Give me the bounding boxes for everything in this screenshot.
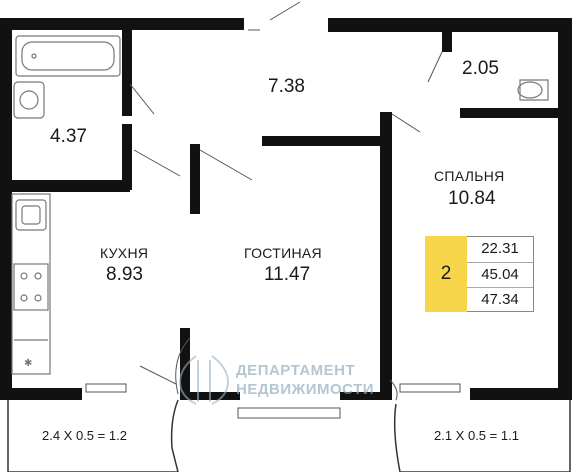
wall-left-bottom-stub — [0, 388, 82, 400]
kitchen-sink — [15, 199, 47, 231]
wall-top-right — [328, 18, 568, 32]
area-total-no-balcony: 45.04 — [467, 263, 533, 289]
wall-right — [558, 18, 572, 400]
window-living — [237, 407, 341, 419]
wall-hall-mid — [262, 136, 380, 146]
window-kitchen — [85, 383, 127, 393]
wall-right-bottom-stub — [470, 388, 570, 400]
kitchen-area: 8.93 — [106, 264, 143, 285]
area-total-with-balcony: 47.34 — [481, 291, 519, 309]
wall-bath-divider — [122, 30, 132, 116]
wall-living-bottom-left — [180, 328, 190, 400]
area-values: 22.31 45.04 47.34 — [467, 236, 534, 312]
window-bedroom — [399, 383, 461, 393]
bedroom-name: СПАЛЬНЯ — [434, 168, 505, 184]
living-area: 11.47 — [264, 264, 311, 285]
apartment-summary-badge: 2 22.31 45.04 47.34 — [425, 236, 535, 312]
stove — [13, 263, 49, 311]
wall-left — [0, 18, 12, 400]
living-name: ГОСТИНАЯ — [244, 245, 322, 261]
balcony-left-dimensions: 2.4 X 0.5 = 1.2 — [42, 428, 127, 443]
watermark-logo-icon — [178, 355, 230, 405]
bedroom-area: 10.84 — [448, 188, 496, 209]
watermark-line1: ДЕПАРТАМЕНТ — [236, 362, 356, 379]
walls — [0, 18, 572, 400]
wall-wc-left — [442, 30, 452, 52]
bathroom-area: 4.37 — [50, 126, 87, 147]
svg-text:✱: ✱ — [24, 358, 32, 369]
wall-living-bottom-right — [340, 392, 390, 400]
wall-wc-bottom — [460, 108, 560, 118]
watermark-line2: НЕДВИЖИМОСТИ — [236, 381, 375, 398]
bathtub — [15, 35, 121, 77]
kitchen-name: КУХНЯ — [100, 245, 149, 261]
bath-fixtures — [13, 35, 549, 119]
sink — [13, 81, 45, 119]
wall-top-left — [8, 18, 244, 30]
living-area-total: 22.31 — [467, 237, 533, 263]
toilet — [519, 79, 549, 101]
door-lines — [129, 1, 443, 401]
watermark-text: ДЕПАРТАМЕНТ НЕДВИЖИМОСТИ — [236, 361, 374, 399]
balcony-left-outline — [7, 399, 179, 472]
kitchen-fixtures: ✱ — [11, 193, 51, 375]
wc-area: 2.05 — [462, 58, 499, 79]
wall-kitchen-stub — [190, 144, 200, 214]
rooms-count: 2 — [425, 236, 467, 312]
windows — [85, 383, 461, 419]
wall-bath-right — [122, 124, 132, 190]
wall-bedroom-left — [380, 112, 392, 400]
hall-area: 7.38 — [268, 76, 305, 97]
wall-bath-bottom — [12, 180, 130, 192]
balcony-right-dimensions: 2.1 X 0.5 = 1.1 — [434, 428, 519, 443]
